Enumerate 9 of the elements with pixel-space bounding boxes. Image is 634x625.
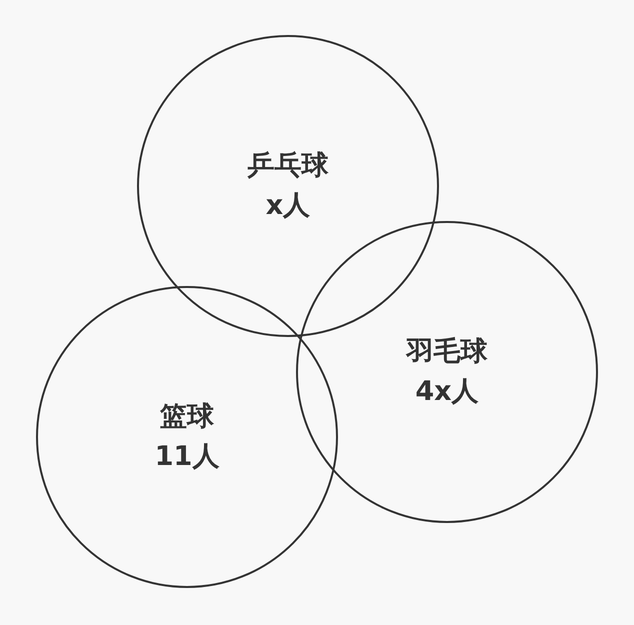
venn-circle xyxy=(296,221,598,523)
venn-circle xyxy=(36,286,338,588)
set-count: 11人 xyxy=(154,440,220,474)
venn-circle xyxy=(137,35,439,337)
set-name: 羽毛球 xyxy=(406,335,488,369)
set-name: 乒乓球 xyxy=(248,149,328,183)
set-name: 篮球 xyxy=(160,400,214,434)
set-count: x人 xyxy=(266,189,310,223)
set-count: 4x人 xyxy=(415,375,479,409)
